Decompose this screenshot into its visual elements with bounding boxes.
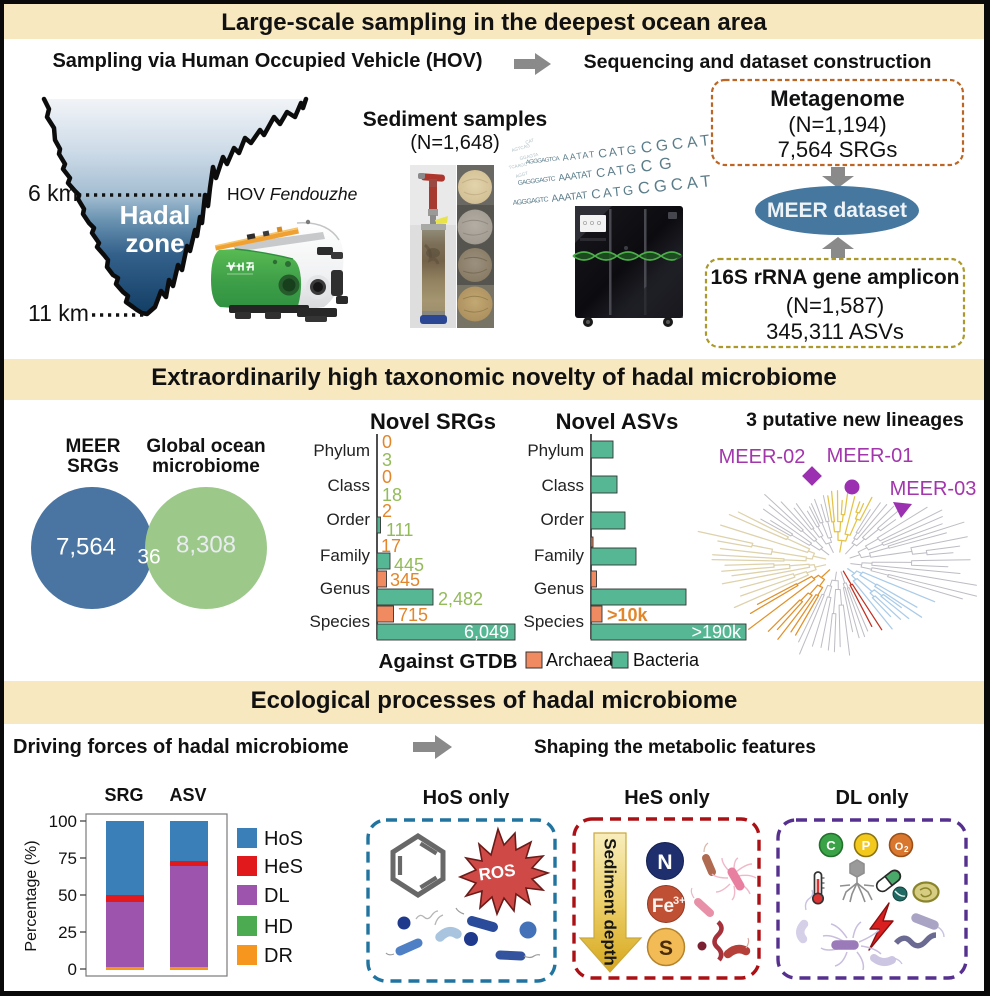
svg-text:AGGGAGTCA: AGGGAGTCA [526, 156, 560, 166]
svg-text:Genus: Genus [320, 579, 370, 598]
svg-text:AATAT: AATAT [562, 149, 595, 163]
svg-text:Novel ASVs: Novel ASVs [556, 409, 679, 434]
svg-text:CATG: CATG [598, 142, 637, 160]
svg-text:100: 100 [49, 812, 77, 831]
svg-text:3: 3 [382, 450, 392, 470]
svg-text:36: 36 [137, 546, 160, 569]
svg-text:ASV: ASV [169, 785, 206, 805]
svg-text:SRG: SRG [104, 785, 143, 805]
svg-text:HeS: HeS [264, 856, 303, 878]
svg-text:S: S [659, 937, 673, 960]
svg-text:Family: Family [534, 546, 585, 565]
svg-text:CGCAT: CGCAT [640, 132, 713, 157]
svg-text:HD: HD [264, 916, 293, 938]
svg-text:Bacteria: Bacteria [633, 650, 700, 670]
svg-text:CATG: CATG [591, 182, 634, 201]
svg-text:AAATAT: AAATAT [558, 169, 593, 184]
svg-text:18: 18 [382, 485, 402, 505]
svg-text:25: 25 [58, 923, 77, 942]
svg-text:6 km: 6 km [28, 180, 78, 206]
svg-text:CG: CG [640, 155, 676, 176]
svg-text:MEER-03: MEER-03 [890, 478, 977, 500]
svg-text:CAT: CAT [525, 137, 535, 145]
svg-text:0: 0 [68, 960, 77, 979]
svg-text:>10k: >10k [607, 605, 649, 625]
svg-text:Percentage (%): Percentage (%) [23, 840, 40, 951]
svg-text:DL only: DL only [836, 787, 910, 809]
svg-text:N: N [657, 851, 672, 874]
svg-text:17: 17 [381, 536, 401, 556]
svg-text:Class: Class [327, 476, 370, 495]
svg-text:111: 111 [386, 520, 413, 540]
svg-text:MEER-01: MEER-01 [827, 445, 914, 467]
svg-text:2: 2 [904, 845, 909, 854]
svg-text:Hadal: Hadal [120, 200, 191, 230]
svg-text:Family: Family [320, 546, 371, 565]
svg-text:AGGGAGTC: AGGGAGTC [512, 196, 549, 207]
svg-text:0: 0 [382, 467, 392, 487]
svg-text:Class: Class [541, 476, 584, 495]
svg-text:7,564: 7,564 [56, 533, 116, 560]
svg-text:345: 345 [390, 570, 420, 590]
svg-text:Novel SRGs: Novel SRGs [370, 409, 496, 434]
svg-text:6,049: 6,049 [464, 622, 509, 642]
svg-text:3 putative new lineages: 3 putative new lineages [746, 409, 964, 431]
svg-text:11 km: 11 km [28, 300, 89, 326]
svg-text:AAATAT: AAATAT [551, 190, 588, 205]
svg-text:2: 2 [382, 501, 392, 521]
svg-text:3+: 3+ [673, 895, 686, 907]
svg-text:Phylum: Phylum [527, 441, 584, 460]
svg-text:715: 715 [398, 605, 428, 625]
svg-text:CGCAT: CGCAT [637, 172, 714, 198]
svg-text:Phylum: Phylum [313, 441, 370, 460]
svg-text:GAGGGAGTC: GAGGGAGTC [517, 175, 556, 187]
svg-text:O: O [895, 841, 904, 853]
svg-text:50: 50 [58, 886, 77, 905]
svg-text:Species: Species [524, 612, 584, 631]
svg-text:HoS: HoS [264, 828, 303, 850]
svg-text:DL: DL [264, 885, 290, 907]
svg-text:AGGT: AGGT [515, 170, 529, 179]
svg-text:Genus: Genus [534, 579, 584, 598]
svg-text:Fe: Fe [652, 896, 674, 917]
svg-text:zone: zone [125, 228, 184, 258]
svg-text:ROS: ROS [478, 861, 517, 885]
svg-text:445: 445 [394, 555, 424, 575]
svg-text:Sediment depth: Sediment depth [601, 838, 620, 966]
svg-text:Order: Order [327, 510, 371, 529]
svg-text:HoS only: HoS only [423, 787, 511, 809]
svg-text:0: 0 [382, 432, 392, 452]
svg-text:75: 75 [58, 849, 77, 868]
svg-text:Archaea: Archaea [546, 650, 614, 670]
svg-text:DR: DR [264, 945, 293, 967]
svg-text:P: P [862, 838, 871, 853]
svg-text:2,482: 2,482 [438, 589, 483, 609]
svg-text:HeS only: HeS only [624, 787, 710, 809]
svg-text:Against GTDB: Against GTDB [379, 650, 518, 673]
svg-text:CATG: CATG [595, 162, 636, 181]
svg-text:GGAGTA: GGAGTA [519, 152, 539, 161]
svg-text:AGTCAG: AGTCAG [511, 143, 531, 153]
svg-text:Order: Order [541, 510, 585, 529]
svg-text:>190k: >190k [691, 622, 742, 642]
svg-text:C: C [826, 838, 836, 853]
svg-text:Species: Species [310, 612, 370, 631]
svg-text:TCAAGC: TCAAGC [508, 161, 528, 170]
svg-text:8,308: 8,308 [176, 531, 236, 558]
svg-text:MEER-02: MEER-02 [719, 446, 806, 468]
